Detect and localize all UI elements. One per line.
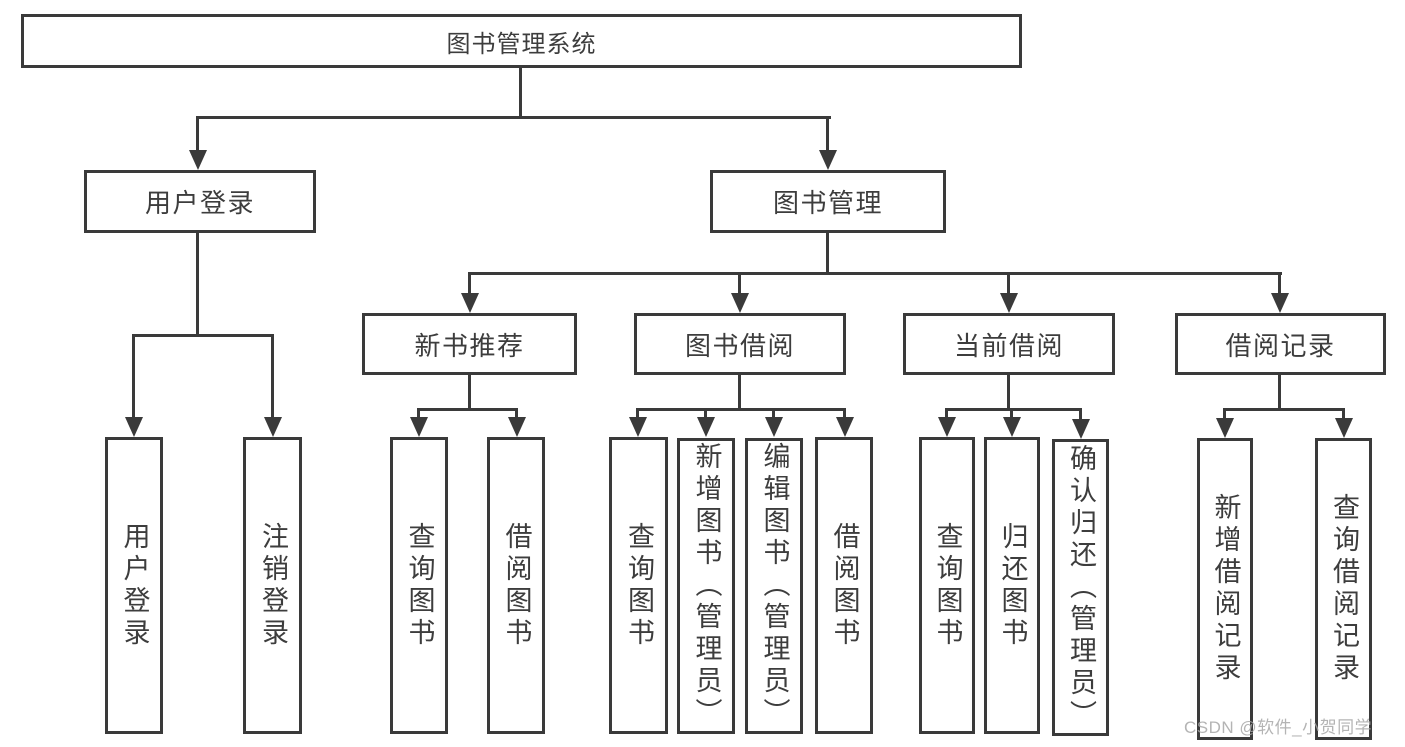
leaf-borrow-book: 借阅图书 [815,437,873,734]
connector-book-mgmt-bar [468,272,1282,275]
connector-new-rec-bar [417,408,518,411]
arrowhead-down-icon [765,417,783,437]
node-current-borrow: 当前借阅 [903,313,1115,375]
connector-shaft [1079,410,1082,419]
arrowhead-down-icon [189,150,207,170]
connector-shaft [945,410,948,419]
arrowhead-down-icon [1271,293,1289,313]
connector-records-stub [1278,373,1281,410]
connector-shaft [1223,410,1226,419]
node-label: 注销登录 [258,521,288,650]
connector-shaft [772,410,775,419]
connector-root-stub [519,66,522,118]
node-label: 新增借阅记录 [1210,493,1241,685]
connector-shaft [132,336,135,419]
arrowhead-down-icon [1335,418,1353,438]
connector-shaft [826,118,829,152]
connector-user-login-stub [196,231,199,336]
arrowhead-down-icon [731,293,749,313]
connector-root-bar [196,116,831,119]
node-label: 确认归还（管理员） [1066,443,1096,732]
node-book-management: 图书管理 [710,170,946,233]
node-borrow-records: 借阅记录 [1175,313,1386,375]
arrowhead-down-icon [410,417,428,437]
node-label: 查询借阅记录 [1329,493,1359,685]
arrowhead-down-icon [461,293,479,313]
node-label: 借阅图书 [829,521,860,650]
node-label: 借阅记录 [1225,330,1336,361]
connector-current-stub [1007,373,1010,410]
node-label: 查询图书 [624,521,654,650]
node-label: 新书推荐 [414,330,525,361]
node-user-login: 用户登录 [84,170,316,233]
node-label: 归还图书 [997,521,1028,650]
connector-shaft [1342,410,1345,419]
leaf-query-book-rec: 查询图书 [390,437,448,734]
connector-shaft [636,410,639,419]
arrowhead-down-icon [1003,417,1021,437]
connector-shaft [843,410,846,419]
connector-shaft [738,274,741,295]
leaf-return-book: 归还图书 [984,437,1040,734]
arrowhead-down-icon [125,417,143,437]
leaf-query-book-borrow: 查询图书 [609,437,668,734]
node-label: 借阅图书 [501,521,532,650]
connector-user-login-bar [132,334,274,337]
connector-shaft [1278,274,1281,295]
node-label: 查询图书 [932,521,963,650]
connector-records-bar [1223,408,1345,411]
leaf-add-book-admin: 新增图书（管理员） [677,438,735,734]
leaf-logout: 注销登录 [243,437,302,734]
node-label: 查询图书 [404,521,435,650]
node-label: 图书借阅 [684,330,795,361]
arrowhead-down-icon [1072,419,1090,439]
connector-shaft [196,118,199,152]
node-label: 新增图书（管理员） [691,442,722,730]
csdn-watermark: CSDN @软件_小贺同学 [1184,718,1373,737]
node-library-system: 图书管理系统 [21,14,1022,68]
arrowhead-down-icon [508,417,526,437]
connector-shaft [515,410,518,419]
arrowhead-down-icon [629,417,647,437]
arrowhead-down-icon [1000,293,1018,313]
connector-shaft [468,274,471,295]
leaf-edit-book-admin: 编辑图书（管理员） [745,438,803,734]
arrowhead-down-icon [938,417,956,437]
node-label: 图书管理系统 [446,30,597,58]
connector-current-bar [945,408,1082,411]
leaf-confirm-return-admin: 确认归还（管理员） [1052,439,1109,736]
node-label: 用户登录 [144,188,255,218]
connector-shaft [417,410,420,419]
arrowhead-down-icon [819,150,837,170]
connector-book-mgmt-stub [826,231,829,274]
leaf-query-borrow-record: 查询借阅记录 [1315,438,1372,740]
node-label: 当前借阅 [953,330,1064,361]
leaf-query-book-current: 查询图书 [919,437,975,734]
node-book-borrow: 图书借阅 [634,313,846,375]
connector-shaft [271,336,274,419]
connector-shaft [1007,274,1010,295]
node-new-book-recommend: 新书推荐 [362,313,577,375]
connector-borrow-stub [738,373,741,410]
connector-shaft [704,410,707,419]
arrowhead-down-icon [697,417,715,437]
connector-borrow-bar [636,408,846,411]
node-label: 编辑图书（管理员） [759,442,790,730]
arrowhead-down-icon [264,417,282,437]
node-label: 用户登录 [119,521,150,650]
leaf-borrow-book-rec: 借阅图书 [487,437,545,734]
node-label: 图书管理 [772,188,883,218]
connector-new-rec-stub [468,373,471,410]
leaf-user-login: 用户登录 [105,437,163,734]
arrowhead-down-icon [836,417,854,437]
arrowhead-down-icon [1216,418,1234,438]
connector-shaft [1010,410,1013,419]
leaf-add-borrow-record: 新增借阅记录 [1197,438,1253,740]
